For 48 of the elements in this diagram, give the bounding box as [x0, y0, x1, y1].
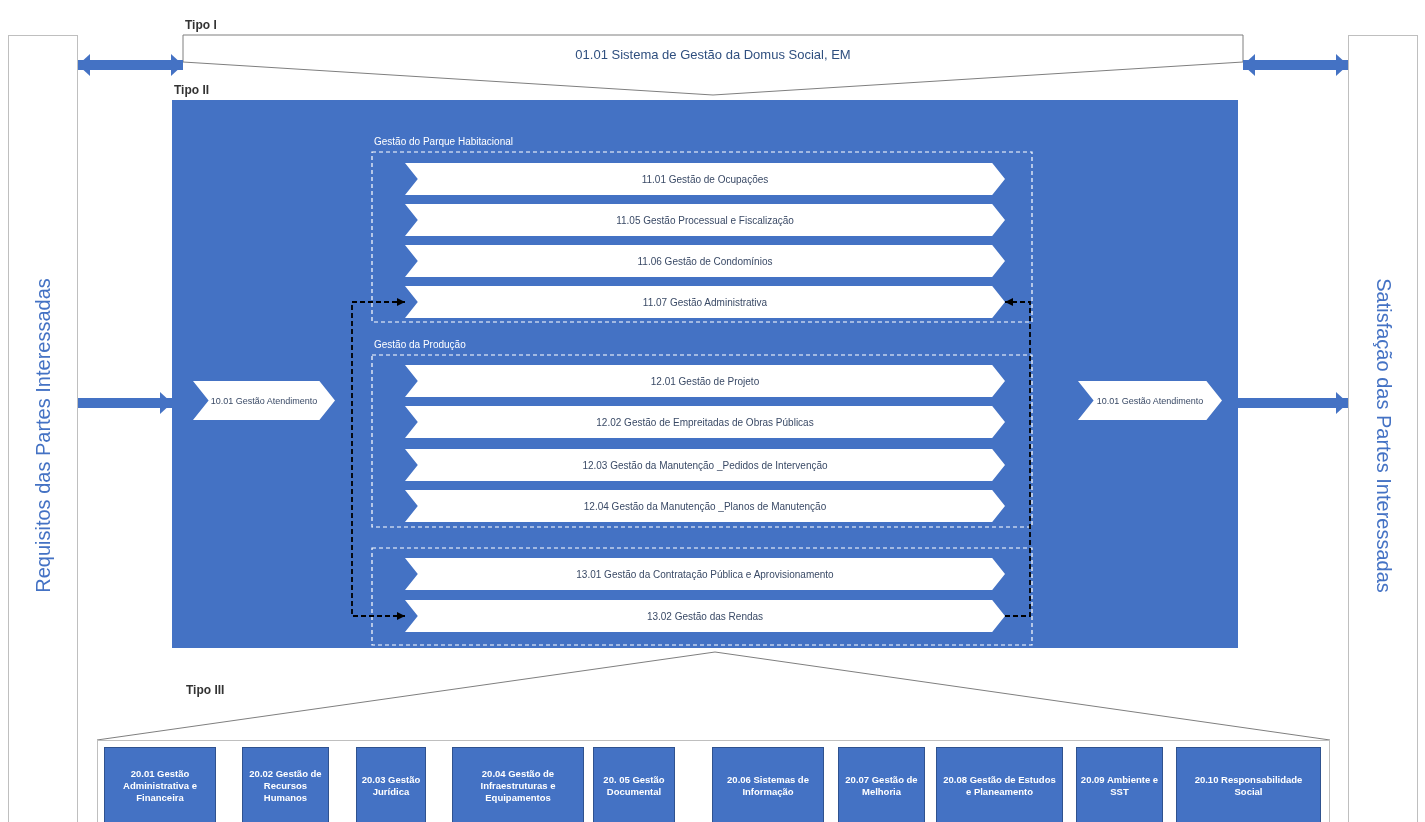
process-label: 12.02 Gestão de Empreitadas de Obras Públicas — [596, 416, 814, 428]
process-label: 20.06 Sistemas de Informação — [726, 774, 810, 798]
process-label: 20.03 Gestão Jurídica — [360, 774, 422, 798]
block-arrow — [1243, 54, 1348, 76]
process-label: 20.07 Gestão de Melhoria — [844, 774, 919, 798]
process-label: 20.09 Ambiente e SST — [1079, 774, 1160, 798]
process-label: 10.01 Gestão Atendimento — [1095, 395, 1205, 406]
process-box — [1076, 747, 1163, 822]
process-box — [104, 747, 216, 822]
process-label: 20.02 Gestão de Recursos Humanos — [248, 768, 323, 804]
process-label: 12.01 Gestão de Projeto — [650, 375, 760, 387]
process-label: 20.08 Gestão de Estudos e Planeamento — [942, 774, 1057, 798]
process-label: 20.04 Gestão de Infraestruturas e Equipamentos — [479, 768, 557, 804]
process-label: 12.04 Gestão da Manutenção _Planos de Manutenção — [583, 500, 827, 512]
side-band — [1348, 35, 1418, 822]
process-box — [838, 747, 925, 822]
block-arrow — [78, 392, 172, 414]
process-box — [712, 747, 824, 822]
process-label: 20. 05 Gestão Documental — [602, 774, 666, 798]
group-heading: Gestão do Parque Habitacional — [374, 136, 513, 147]
process-label: 11.01 Gestão de Ocupações — [641, 173, 769, 185]
dashed-arrow — [1004, 298, 1031, 617]
process-label: 11.07 Gestão Administrativa — [642, 296, 768, 308]
process-box — [936, 747, 1063, 822]
process-box — [242, 747, 329, 822]
process-label: 20.10 Responsabilidade Social — [1193, 774, 1304, 798]
block-arrow — [1238, 392, 1348, 414]
process-box — [356, 747, 426, 822]
group-heading: Gestão da Produção — [374, 339, 466, 350]
process-label: 13.02 Gestão das Rendas — [646, 610, 764, 622]
process-box — [1176, 747, 1321, 822]
process-label: 11.06 Gestão de Condomínios — [637, 255, 773, 267]
band-label: Requisitos das Partes Interessadas — [31, 277, 55, 593]
dashed-arrow — [351, 298, 406, 620]
type-heading: Tipo III — [186, 683, 225, 697]
process-label: 12.03 Gestão da Manutenção _Pedidos de Intervenção — [582, 459, 828, 471]
process-label: 20.01 Gestão Administrativa e Financeira — [122, 768, 198, 804]
banner-label: 01.01 Sistema de Gestão da Domus Social, EM — [575, 46, 851, 62]
process-label: 10.01 Gestão Atendimento — [209, 395, 319, 406]
side-band — [8, 35, 78, 822]
block-arrow — [78, 54, 183, 76]
type-heading: Tipo I — [185, 18, 217, 32]
band-label: Satisfação das Partes Interessadas — [1371, 277, 1395, 593]
process-box — [593, 747, 675, 822]
type-heading: Tipo II — [174, 83, 210, 97]
process-label: 11.05 Gestão Processual e Fiscalização — [616, 214, 794, 226]
process-label: 13.01 Gestão da Contratação Pública e Aprovisionamento — [576, 568, 834, 580]
process-box — [452, 747, 584, 822]
